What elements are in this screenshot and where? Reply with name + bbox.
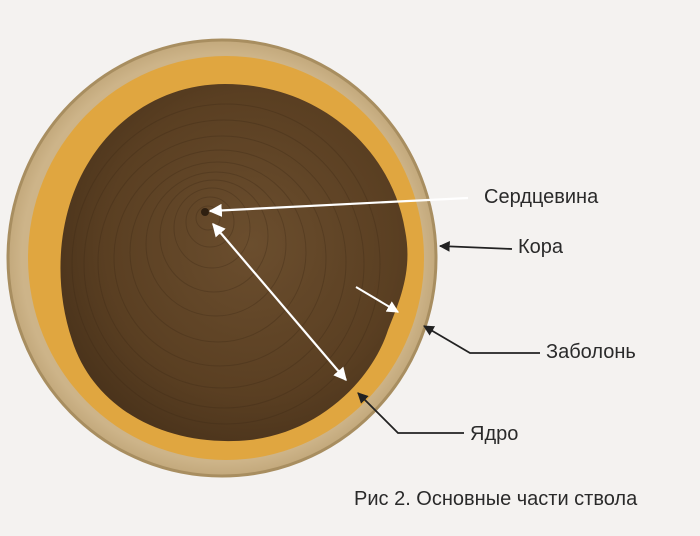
sapwood-leader-arrow	[423, 325, 540, 354]
heartwood-leader-arrow	[357, 392, 464, 434]
bark-leader-arrow	[438, 241, 513, 252]
pith-arrow	[208, 196, 469, 217]
pith-label: Сердцевина	[484, 186, 599, 208]
sapwood-width-arrow	[355, 286, 400, 313]
heartwood-label: Ядро	[470, 423, 519, 445]
heartwood-span-arrow	[212, 222, 347, 382]
bark-label: Кора	[518, 236, 564, 258]
sapwood-label: Заболонь	[546, 341, 636, 363]
pith-center	[201, 208, 209, 216]
figure-caption: Рис 2. Основные части ствола	[354, 488, 638, 510]
